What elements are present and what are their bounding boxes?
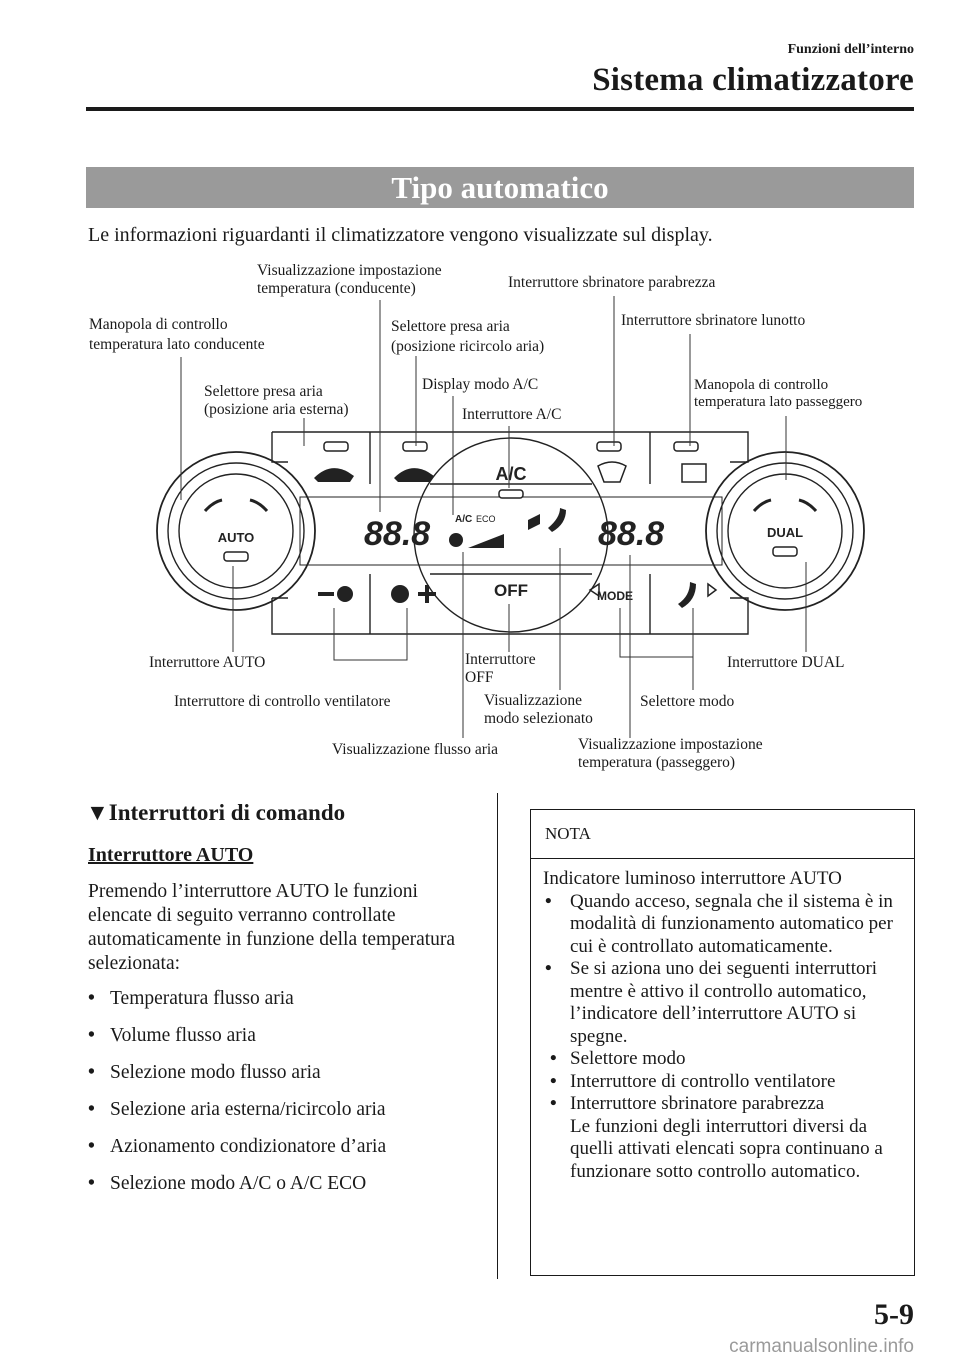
auto-button-label[interactable]: AUTO [218,530,255,545]
nota-item: •Quando acceso, segnala che il sistema è… [545,890,893,957]
label-rear-defrost: Interruttore sbrinatore lunotto [621,312,806,329]
recirc-icon [394,468,434,482]
mode-left-arrow-icon [588,582,600,598]
temp-display-left: 88.8 [364,515,430,553]
watermark: carmanualsonline.info [729,1336,914,1357]
subheading: Interruttore AUTO [88,844,254,866]
windshield-defrost-icon [597,461,627,483]
nota-subitem: •Interruttore sbrinatore parabrezza [550,1093,825,1114]
list-item: Selezione modo flusso aria [88,1062,386,1099]
header-rule [86,107,914,111]
passenger-temp-knob [705,451,865,611]
mode-right-arrow-icon [707,582,718,598]
label-mode-selector: Selettore modo [640,693,735,710]
triangle-icon: ▼ [86,800,109,825]
function-list: Temperatura flusso aria Volume flusso ar… [88,988,386,1210]
list-item: Selezione modo A/C o A/C ECO [88,1173,386,1210]
label-dual-switch: Interruttore DUAL [727,654,845,671]
section-heading: ▼Interruttori di comando [86,800,346,825]
nota-subitem: •Interruttore di controllo ventilatore [550,1070,836,1092]
temp-display-right: 88.8 [598,515,664,553]
nota-subitem-group: •Selettore modo •Interruttore di control… [543,1048,905,1183]
nota-closing: Le funzioni degli interruttori diversi d… [570,1115,883,1182]
page-title: Sistema climatizzatore [592,62,914,98]
airflow-mode-icon [678,582,696,608]
off-button-label[interactable]: OFF [494,581,528,600]
ac-button-label[interactable]: A/C [496,464,527,484]
section-banner: Tipo automatico [86,167,914,208]
list-item: Volume flusso aria [88,1025,386,1062]
fan-icon-minus [318,592,334,596]
fan-icon [391,585,409,603]
label-ac-mode-display: Display modo A/C [422,376,539,393]
section-header: Funzioni dell’interno [787,42,914,57]
eco-indicator: ECO [476,514,496,524]
label-airflow-display: Visualizzazione flusso aria [332,741,499,758]
column-divider [497,793,498,1279]
nota-body: Indicatore luminoso interruttore AUTO •Q… [543,868,905,1183]
ac-small-indicator: A/C [455,514,472,525]
label-windshield-defrost: Interruttore sbrinatore parabrezza [508,274,716,291]
fan-icon [337,586,353,602]
label-fan-control: Interruttore di controllo ventilatore [174,693,391,710]
climate-panel-diagram: AUTO DUAL A/C OFF MODE A/C ECO 88.8 88.8 [156,296,865,738]
mode-button-label[interactable]: MODE [597,589,633,603]
label-auto-switch: Interruttore AUTO [149,654,266,671]
driver-temp-knob [156,451,316,611]
label-ac-switch: Interruttore A/C [462,406,562,423]
label-recirc: Selettore presa aria(posizione ricircolo… [391,318,545,355]
label-outside-air: Selettore presa aria(posizione aria este… [204,383,349,418]
page-number: 5-9 [874,1298,914,1331]
list-item: Temperatura flusso aria [88,988,386,1025]
center-dial-outline [413,437,609,633]
nota-item: •Se si aziona uno dei seguenti interrutt… [545,958,878,1047]
airflow-bars-icon [468,534,504,548]
nota-header: NOTA [531,810,914,859]
dual-button-label[interactable]: DUAL [767,525,803,540]
list-item: Azionamento condizionatore d’aria [88,1136,386,1173]
panel-outline [271,431,749,635]
paragraph: Premendo l’interruttore AUTO le funzioni… [88,881,456,974]
outside-air-icon [314,468,354,482]
list-item: Selezione aria esterna/ricircolo aria [88,1099,386,1136]
nota-box: NOTA Indicatore luminoso interruttore AU… [530,809,915,1276]
nota-intro: Indicatore luminoso interruttore AUTO [543,868,842,889]
nota-subitem: •Selettore modo [550,1048,686,1069]
nota-title: NOTA [545,824,591,843]
rear-defrost-icon [681,463,707,483]
mode-display-icon [528,514,540,530]
intro-text: Le informazioni riguardanti il climatizz… [88,224,713,246]
